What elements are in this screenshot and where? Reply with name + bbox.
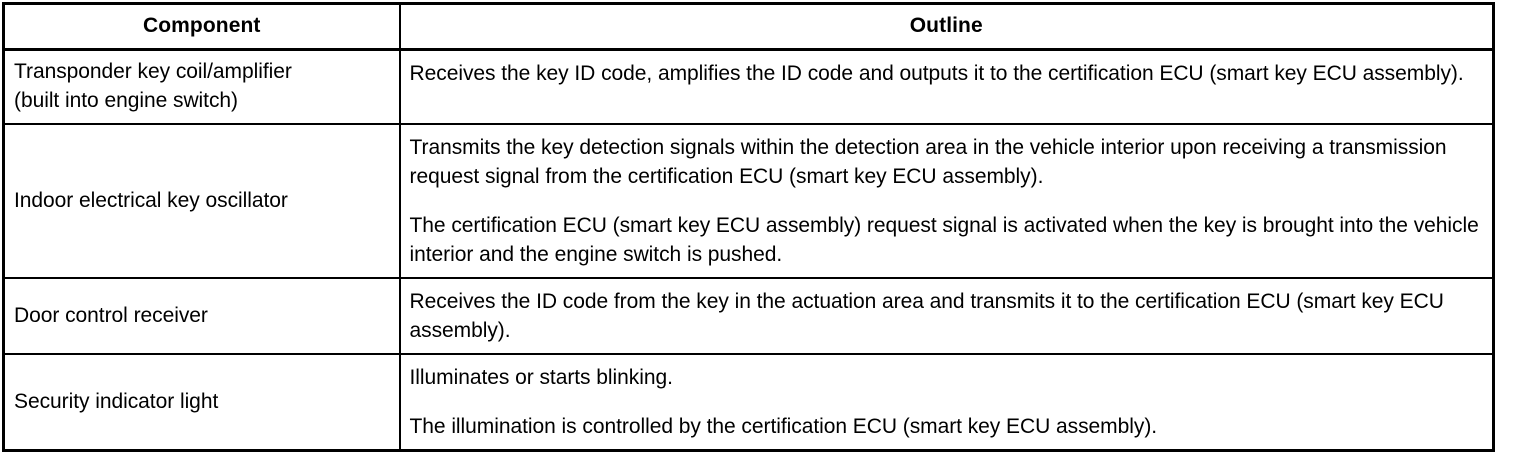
- component-name-line: Security indicator light: [14, 389, 219, 413]
- outline-paragraph: The illumination is controlled by the ce…: [409, 415, 1158, 438]
- outline-paragraph: Receives the key ID code, amplifies the …: [409, 62, 1464, 85]
- cell-outline: Illuminates or starts blinking. The illu…: [399, 353, 1494, 451]
- cell-component: Indoor electrical key oscillator: [3, 123, 401, 278]
- cell-component: Security indicator light: [3, 353, 401, 451]
- outline-paragraph: Receives the ID code from the key in the…: [409, 290, 1444, 342]
- cell-component: Door control receiver: [3, 277, 401, 354]
- table-header: Component Outline: [3, 3, 1494, 51]
- table-body: Transponder key coil/amplifier (built in…: [3, 49, 1494, 451]
- component-outline-table: Component Outline Transponder key coil/a…: [2, 2, 1495, 452]
- cell-outline: Receives the key ID code, amplifies the …: [400, 50, 1494, 125]
- component-name-line: Indoor electrical key oscillator: [14, 188, 288, 212]
- table-row: Door control receiver Receives the ID co…: [3, 277, 1494, 354]
- cell-outline: Receives the ID code from the key in the…: [399, 277, 1494, 354]
- table-row: Indoor electrical key oscillator Transmi…: [3, 123, 1494, 278]
- component-name-line: Door control receiver: [14, 303, 208, 327]
- table-row: Transponder key coil/amplifier (built in…: [3, 49, 1494, 125]
- column-header-outline: Outline: [399, 3, 1494, 51]
- outline-paragraph: Illuminates or starts blinking.: [409, 366, 673, 389]
- cell-component: Transponder key coil/amplifier (built in…: [3, 49, 401, 124]
- cell-outline: Transmits the key detection signals with…: [399, 123, 1494, 278]
- component-name-subline: (built into engine switch): [14, 89, 238, 112]
- outline-paragraph: Transmits the key detection signals with…: [409, 136, 1447, 188]
- column-header-component: Component: [3, 3, 401, 51]
- outline-paragraph: The certification ECU (smart key ECU ass…: [409, 214, 1479, 266]
- component-name-line: Transponder key coil/amplifier: [14, 60, 292, 83]
- table-row: Security indicator light Illuminates or …: [3, 353, 1494, 451]
- header-row: Component Outline: [3, 3, 1494, 51]
